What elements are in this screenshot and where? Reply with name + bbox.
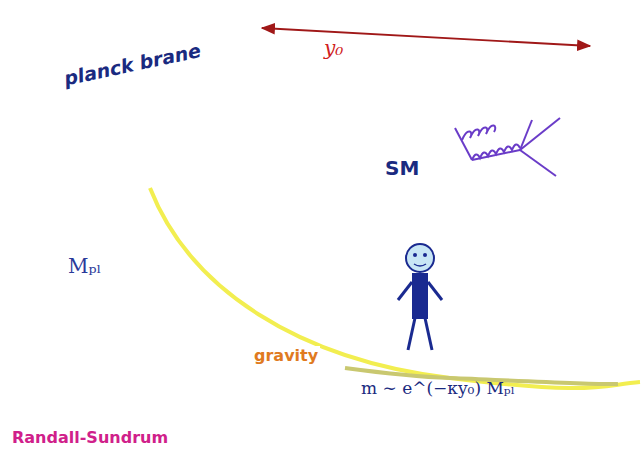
stick-figure bbox=[398, 244, 442, 350]
feynman-diagram bbox=[455, 118, 560, 176]
edge-label: y₀ bbox=[322, 36, 345, 60]
gravity-label: gravity bbox=[252, 346, 320, 365]
brane-plane: SM m ∼ e^(−κy₀) Mₚₗ bbox=[345, 48, 619, 446]
distance-arrow bbox=[262, 28, 590, 46]
plane-formula: Mₚₗ bbox=[68, 254, 101, 278]
caption-label: Randall-Sundrum bbox=[10, 428, 170, 447]
plane-title: planck brane bbox=[62, 39, 203, 89]
brane-plane: planck braneMₚₗ bbox=[12, 10, 260, 332]
plane-formula: m ∼ e^(−κy₀) Mₚₗ bbox=[361, 378, 515, 398]
gravity-curve bbox=[150, 188, 640, 388]
plane-title: SM bbox=[385, 156, 419, 180]
